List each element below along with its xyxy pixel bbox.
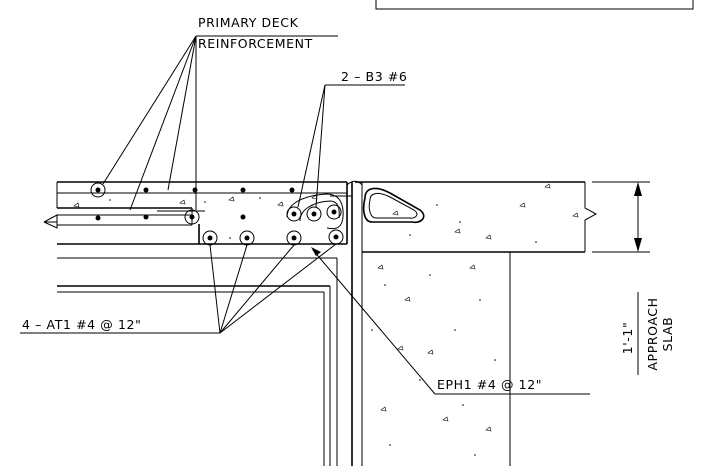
deck-slab xyxy=(43,181,353,466)
leader-lines xyxy=(20,35,590,395)
deck-bar xyxy=(143,187,149,193)
label-dimension: 1'-1" xyxy=(620,322,635,355)
deck-bar-ring xyxy=(90,182,106,198)
label-primary-deck-1: PRIMARY DECK xyxy=(198,15,299,30)
at1-bar xyxy=(207,235,213,241)
deck-bar-ring xyxy=(184,209,200,225)
label-b3: 2 – B3 #6 xyxy=(341,69,407,84)
b3-bar-ring xyxy=(306,206,322,222)
deck-bar xyxy=(95,187,101,193)
deck-bar xyxy=(143,214,149,220)
at1-bar xyxy=(244,235,250,241)
label-approach: APPROACH xyxy=(645,297,660,370)
label-primary-deck-2: REINFORCEMENT xyxy=(198,36,313,51)
label-at1: 4 – AT1 #4 @ 12" xyxy=(22,317,141,332)
deck-bar xyxy=(95,215,101,221)
b3-bar xyxy=(291,211,297,217)
approach-slab xyxy=(346,180,598,466)
deck-bar xyxy=(192,187,198,193)
label-slab: SLAB xyxy=(660,317,675,352)
deck-bar xyxy=(240,214,246,220)
at1-bar xyxy=(333,234,339,240)
b3-bar xyxy=(331,209,337,215)
rebar-group xyxy=(90,182,344,246)
deck-bar xyxy=(189,214,195,220)
deck-bar xyxy=(289,187,295,193)
slab-dimension xyxy=(592,181,650,375)
deck-bar xyxy=(240,187,246,193)
label-eph1: EPH1 #4 @ 12" xyxy=(437,377,542,392)
at1-bar xyxy=(291,235,297,241)
b3-bar xyxy=(311,211,317,217)
title-block-frame xyxy=(375,0,694,10)
concrete-speckle xyxy=(73,183,579,456)
b3-bar-ring xyxy=(326,204,342,220)
